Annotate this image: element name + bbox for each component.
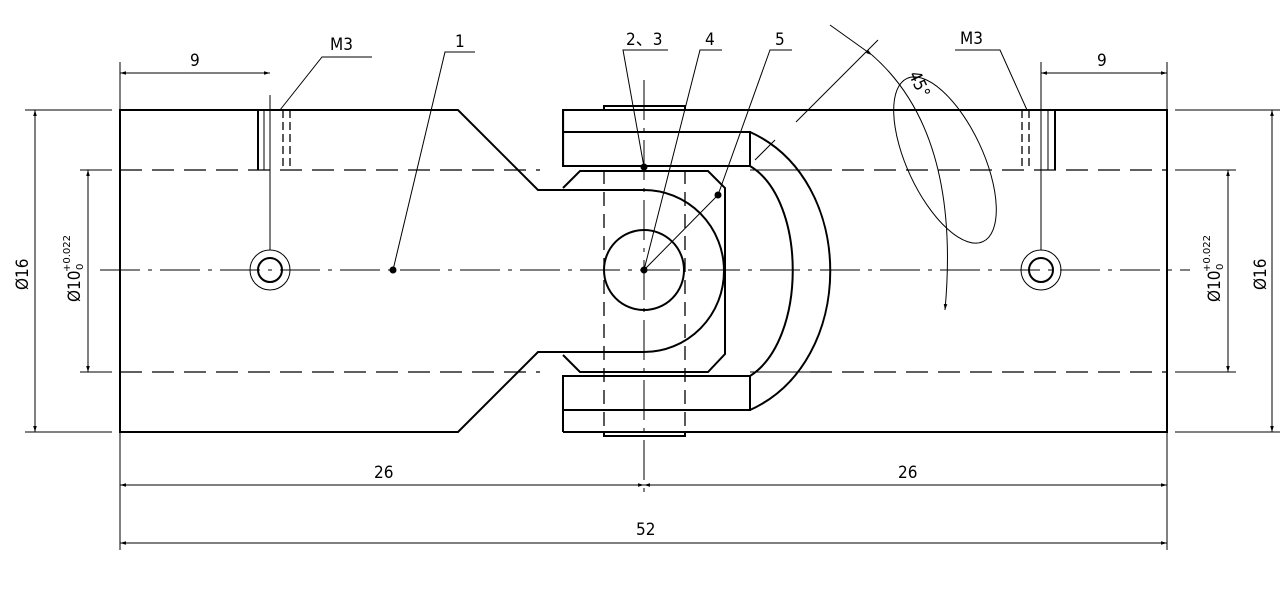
- hidden-lines: [120, 110, 1167, 432]
- dim-diameter-10-right: Ø10: [1205, 271, 1225, 303]
- tolerance-upper-left: +0.022: [62, 235, 73, 272]
- callout-m3-left: M3: [330, 35, 353, 55]
- dim-52-total: 52: [636, 520, 655, 540]
- angle-45-label: 45°: [904, 68, 934, 101]
- left-shaft-part-1: [119, 109, 725, 433]
- screw-hole-left: [249, 249, 291, 291]
- callouts: 1 2、3 4 5 M3 M3: [279, 29, 1028, 274]
- callout-5: 5: [775, 30, 785, 50]
- dim-9-left: 9: [190, 51, 200, 71]
- swing-angle-annotation: 45°: [754, 24, 997, 311]
- dim-26-left: 26: [374, 463, 393, 483]
- tolerance-upper-right: +0.022: [1202, 235, 1213, 272]
- callout-4: 4: [705, 30, 715, 50]
- dim-9-right: 9: [1097, 51, 1107, 71]
- callout-1: 1: [455, 32, 465, 52]
- dim-diameter-10-left: Ø10: [65, 271, 85, 303]
- right-yoke: [562, 105, 1168, 437]
- dim-diameter-16-left: Ø16: [13, 259, 33, 291]
- dim-diameter-16-right: Ø16: [1251, 259, 1271, 291]
- cross-block: [562, 170, 726, 373]
- dim-26-right: 26: [898, 463, 917, 483]
- tolerance-lower-right: 0: [1215, 264, 1226, 270]
- screw-hole-right: [1020, 249, 1062, 291]
- callout-2-3: 2、3: [626, 30, 662, 50]
- tolerance-lower-left: 0: [75, 264, 86, 270]
- dimensions: 9 9 Ø16 Ø10 +0.022 0 Ø10 +0.022 0 Ø16 26…: [13, 51, 1280, 550]
- callout-m3-right: M3: [960, 29, 983, 49]
